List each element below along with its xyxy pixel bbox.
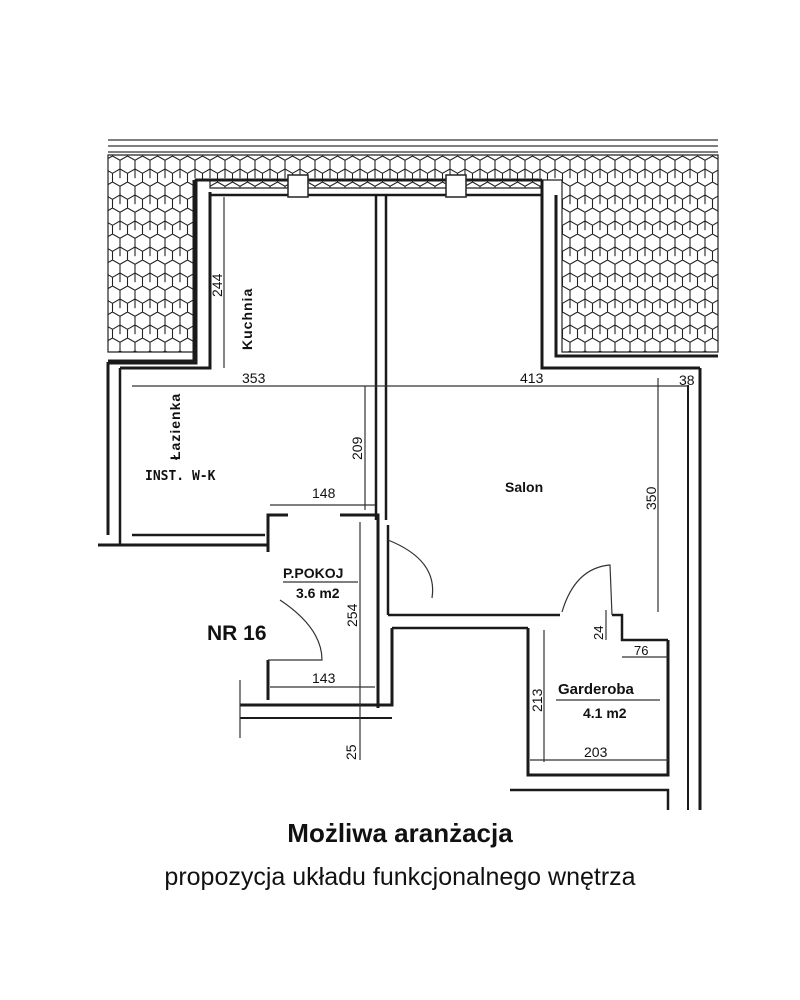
label-unit-number: NR 16 [207,622,267,645]
dimension-lines [132,197,688,762]
label-hallway: P.POKOJ [283,565,343,581]
label-wardrobe-area: 4.1 m2 [583,705,627,721]
dim-wardrobe-width: 203 [584,744,608,760]
dim-hall-width-top: 148 [312,485,336,501]
label-kitchen: Kuchnia [239,288,255,350]
walls [98,174,718,810]
top-railing [108,139,718,153]
dimension-values: 244 353 413 38 209 350 148 254 143 25 24… [209,273,695,760]
doors [268,539,613,661]
dim-salon-height: 350 [643,486,659,510]
terrace-hatch [107,154,719,353]
label-bathroom: Łazienka [167,393,183,460]
dim-wardrobe-step-width: 76 [634,643,648,658]
dim-wardrobe-step-height: 24 [591,626,606,640]
label-installation: INST. W-K [145,469,216,484]
caption-subtitle: propozycja układu funkcjonalnego wnętrza [164,863,636,891]
label-living-room: Salon [505,479,543,495]
dim-bottom-offset: 25 [343,744,359,760]
dim-hall-height: 254 [344,603,360,627]
dim-kitchen-width: 353 [242,370,266,386]
dim-wall-right: 38 [679,372,695,388]
dim-kitchen-height: 244 [209,273,225,297]
caption: Możliwa aranżacja propozycja układu funk… [0,818,800,892]
caption-title: Możliwa aranżacja [287,818,513,848]
label-wardrobe: Garderoba [558,681,635,698]
dim-hall-width-bottom: 143 [312,670,336,686]
label-hallway-area: 3.6 m2 [296,585,340,601]
dim-bathroom-height: 209 [349,436,365,460]
floor-plan: Kuchnia Łazienka INST. W-K Salon P.POKOJ… [98,139,719,810]
dim-wardrobe-height: 213 [529,688,545,712]
room-labels: Kuchnia Łazienka INST. W-K Salon P.POKOJ… [145,288,660,721]
dim-salon-width: 413 [520,370,544,386]
